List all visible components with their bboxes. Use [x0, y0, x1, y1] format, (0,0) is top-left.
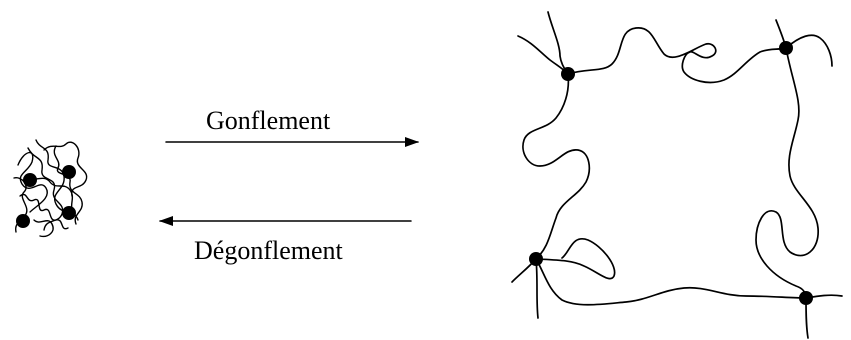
compact-chain	[19, 193, 69, 230]
crosslink-node	[62, 206, 76, 220]
swollen-chain	[547, 11, 569, 75]
crosslink-node	[62, 165, 76, 179]
compact-chain	[27, 177, 75, 213]
swelling-label: Gonflement	[206, 106, 331, 135]
swollen-chain	[535, 258, 807, 306]
compact-network	[13, 139, 88, 238]
compact-chain	[33, 219, 54, 238]
crosslink-node	[779, 41, 793, 55]
swollen-chain	[755, 47, 819, 299]
swollen-chain	[567, 27, 787, 84]
crosslink-node	[561, 67, 575, 81]
crosslink-node	[23, 173, 37, 187]
crosslink-node	[16, 214, 30, 228]
crosslink-node	[799, 291, 813, 305]
swollen-chain	[522, 73, 591, 260]
swollen-chain	[535, 258, 539, 319]
swollen-network	[511, 11, 843, 339]
swollen-chain	[785, 34, 833, 67]
crosslink-node	[529, 252, 543, 266]
deswelling-label: Dégonflement	[194, 236, 343, 265]
compact-chain	[43, 141, 88, 197]
compact-chain	[53, 145, 83, 225]
swollen-chain	[535, 237, 616, 280]
